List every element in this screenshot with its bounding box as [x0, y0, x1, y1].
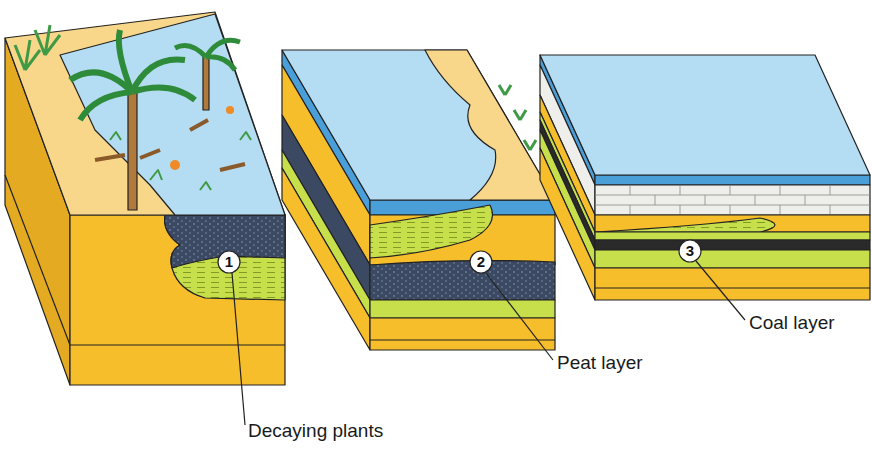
callout-circle: [679, 240, 701, 262]
leader-line: [232, 273, 245, 425]
front-sand: [595, 215, 870, 232]
limestone-layer: [595, 185, 870, 215]
palm-trunk: [128, 90, 137, 210]
flower: [170, 160, 180, 170]
front-water: [595, 175, 870, 185]
callout-circle: [470, 251, 492, 273]
front-rock: [595, 268, 870, 300]
new-plant-layer: [370, 205, 493, 258]
front-green: [595, 250, 870, 268]
callout-number: 2: [470, 251, 492, 273]
front-green: [595, 232, 870, 240]
part-label: Coal layer: [749, 312, 835, 334]
callout-circle: [218, 251, 240, 273]
coal-layer: [595, 240, 870, 250]
flower: [226, 106, 234, 114]
layer-line: [370, 339, 555, 340]
side-rock: [282, 168, 370, 350]
fallen-log: [95, 120, 245, 170]
front-green: [370, 300, 555, 318]
top-water: [540, 55, 870, 175]
front-face: [70, 215, 285, 385]
palm-trunk: [203, 55, 209, 110]
palm-leaves: [70, 30, 195, 120]
leader-lines: [232, 261, 745, 425]
new-plant-layer: [595, 218, 775, 232]
top-water: [282, 50, 555, 200]
side-rock: [540, 148, 595, 300]
callout-number: 1: [218, 251, 240, 273]
shrub: [499, 85, 536, 150]
front-rock: [370, 318, 555, 350]
leader-line: [486, 273, 553, 360]
peat-layer: [370, 261, 555, 300]
block-peat: [282, 50, 555, 350]
palm-leaves: [175, 40, 240, 70]
plant-layer: [165, 215, 285, 300]
sand-bank: [425, 50, 555, 200]
water-plant: [110, 132, 251, 190]
layer-line: [70, 344, 285, 345]
layer-line: [5, 175, 70, 345]
leader-line: [696, 261, 745, 320]
top-face-sand: [5, 12, 285, 215]
block-swamp: [5, 12, 285, 385]
limestone-bricks: [595, 185, 870, 215]
swamp-water: [60, 14, 285, 215]
shrub: [15, 25, 60, 70]
callout-number: 3: [679, 240, 701, 262]
layer-line: [595, 287, 870, 288]
part-label: Peat layer: [557, 352, 643, 374]
part-label: Decaying plants: [248, 420, 383, 442]
block-coal: [540, 55, 870, 300]
